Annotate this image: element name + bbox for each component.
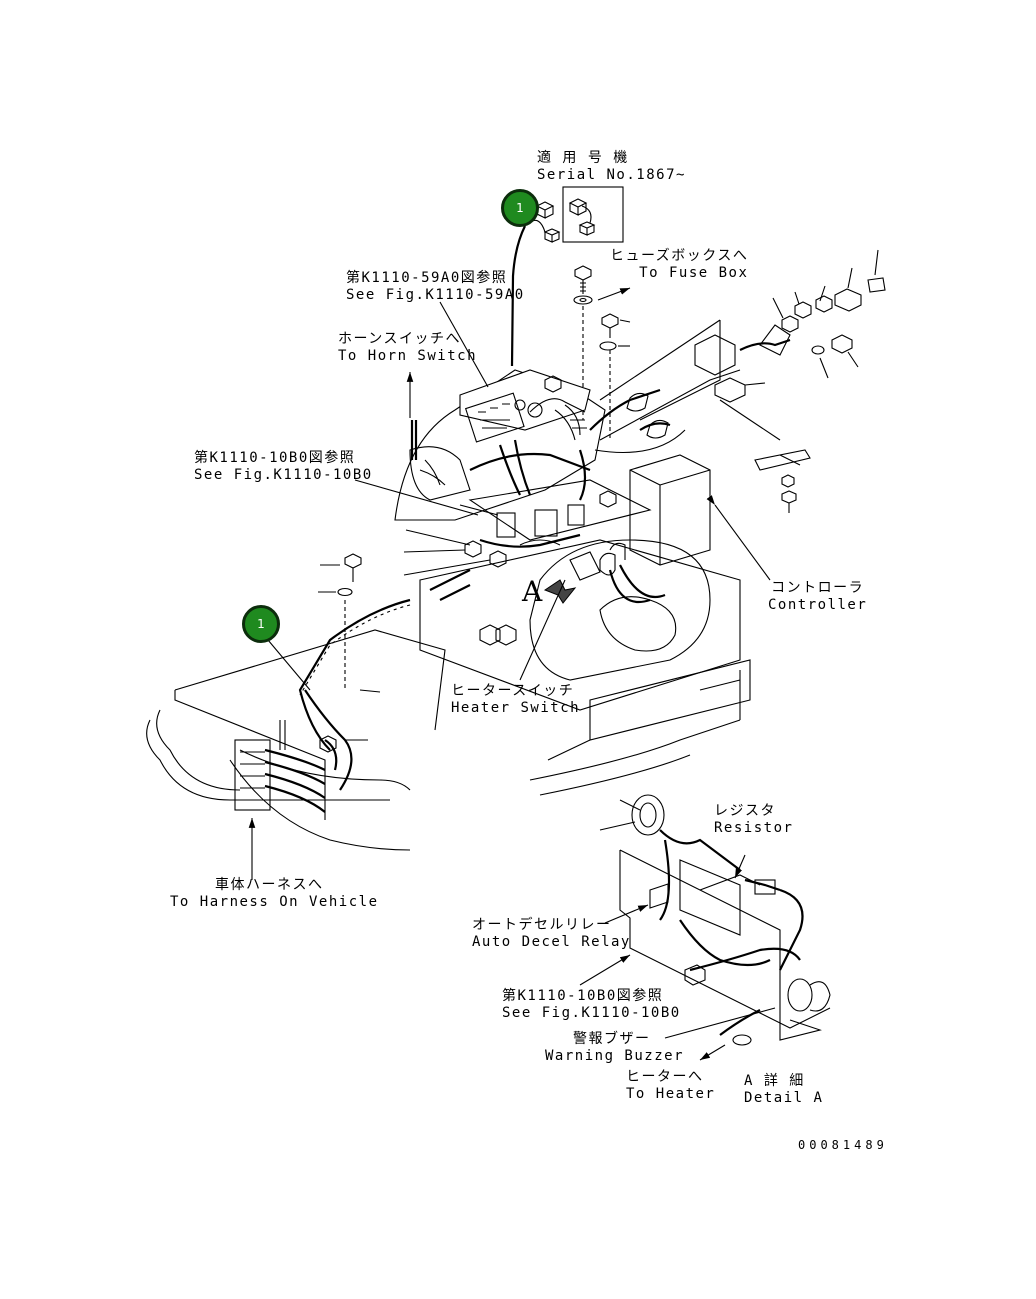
resistor-label-en: Resistor xyxy=(714,820,794,836)
vehicle-harness xyxy=(146,553,517,880)
harness-vehicle-label-en: To Harness On Vehicle xyxy=(170,894,379,910)
serial-label: 適 用 号 機 Serial No.1867~ xyxy=(537,150,686,184)
resistor-label: レジスタ Resistor xyxy=(714,803,793,837)
controller-box xyxy=(629,454,771,581)
to-heater-label: ヒーターへ To Heater xyxy=(626,1069,715,1103)
controller-label-en: Controller xyxy=(768,597,868,613)
harness-vehicle-label-jp: 車体ハーネスへ xyxy=(215,877,324,893)
drawing-number: 00081489 xyxy=(798,1138,888,1152)
fig-10b0-label-jp: 第K1110-10B0図参照 xyxy=(194,450,356,466)
to-heater-label-en: To Heater xyxy=(626,1086,716,1102)
horn-switch-label: ホーンスイッチへ To Horn Switch xyxy=(338,331,477,365)
fig-10b0-detail-label-jp: 第K1110-10B0図参照 xyxy=(502,988,664,1004)
fig-59a0-label: 第K1110-59A0図参照 See Fig.K1110-59A0 xyxy=(346,270,525,304)
harness-vehicle-label: 車体ハーネスへ To Harness On Vehicle xyxy=(170,877,379,911)
callout-1-left[interactable]: 1 xyxy=(242,605,280,643)
horn-switch-label-jp: ホーンスイッチへ xyxy=(338,331,462,347)
fig-59a0-label-jp: 第K1110-59A0図参照 xyxy=(346,270,508,286)
relay-cluster xyxy=(403,479,652,576)
callout-number: 1 xyxy=(257,617,265,631)
fuse-box-harness xyxy=(589,249,886,513)
fig-10b0-detail-label-en: See Fig.K1110-10B0 xyxy=(502,1005,681,1021)
resistor-label-jp: レジスタ xyxy=(714,803,776,819)
callout-1-top[interactable]: 1 xyxy=(501,189,539,227)
detail-a-label-jp: A 詳 細 xyxy=(744,1073,805,1089)
controller-label: コントローラ Controller xyxy=(768,580,867,614)
operator-console xyxy=(394,369,606,521)
horn-switch-label-en: To Horn Switch xyxy=(338,348,478,364)
auto-decel-label-en: Auto Decel Relay xyxy=(472,934,631,950)
top-connectors xyxy=(510,201,561,367)
leader-lines xyxy=(354,301,591,761)
heater-switch-label-jp: ヒータースイッチ xyxy=(451,683,575,699)
fig-10b0-label: 第K1110-10B0図参照 See Fig.K1110-10B0 xyxy=(194,450,373,484)
fig-59a0-label-en: See Fig.K1110-59A0 xyxy=(346,287,525,303)
heater-switch-label: ヒータースイッチ Heater Switch xyxy=(451,683,580,717)
detail-a-label-en: Detail A xyxy=(744,1090,824,1106)
detail-a-label: A 詳 細 Detail A xyxy=(744,1073,823,1107)
warning-buzzer-label: 警報ブザー Warning Buzzer xyxy=(545,1031,684,1065)
warning-buzzer-label-en: Warning Buzzer xyxy=(545,1048,685,1064)
serial-label-en: Serial No.1867~ xyxy=(537,167,686,183)
heater-switch-label-en: Heater Switch xyxy=(451,700,581,716)
serial-label-jp: 適 用 号 機 xyxy=(537,150,629,166)
controller-label-jp: コントローラ xyxy=(771,580,865,596)
fig-10b0-detail-label: 第K1110-10B0図参照 See Fig.K1110-10B0 xyxy=(502,988,681,1022)
auto-decel-label: オートデセルリレー Auto Decel Relay xyxy=(472,917,631,951)
callout-number: 1 xyxy=(516,201,524,215)
auto-decel-label-jp: オートデセルリレー xyxy=(472,917,612,933)
to-heater-label-jp: ヒーターへ xyxy=(626,1069,704,1085)
fuse-box-label: ヒューズボックスへ To Fuse Box xyxy=(610,248,748,282)
warning-buzzer-label-jp: 警報ブザー xyxy=(573,1031,651,1047)
fuse-box-label-en: To Fuse Box xyxy=(639,265,749,281)
detail-a xyxy=(579,794,831,1061)
bolts-washers-top xyxy=(573,265,631,440)
fig-10b0-label-en: See Fig.K1110-10B0 xyxy=(194,467,373,483)
fuse-box-label-jp: ヒューズボックスへ xyxy=(610,248,749,264)
serial-inset-box xyxy=(562,186,624,243)
seat-base xyxy=(419,539,751,796)
view-letter-a: A xyxy=(522,575,543,608)
